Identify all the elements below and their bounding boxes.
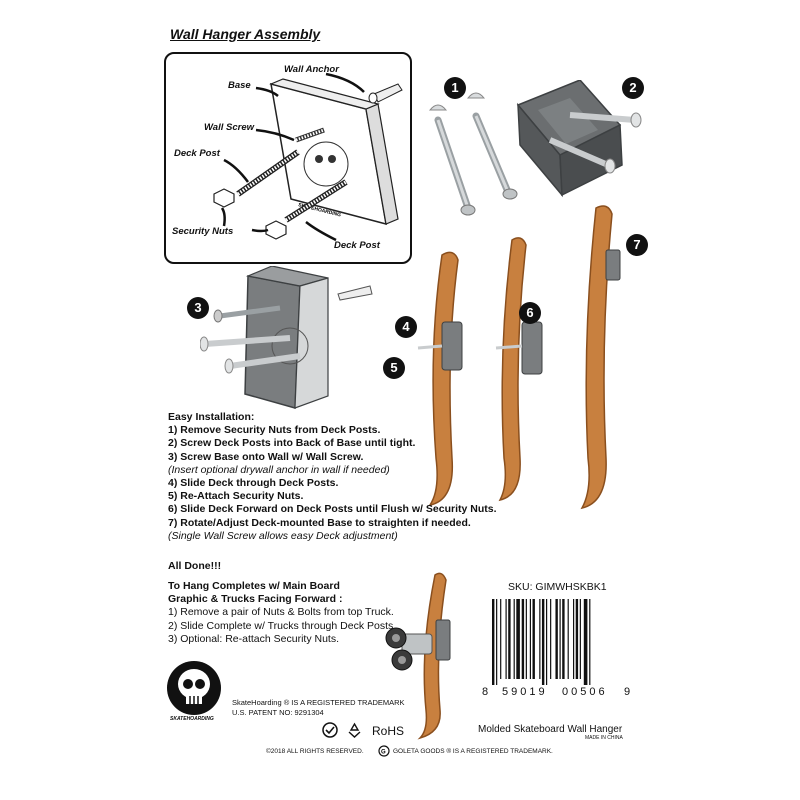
installation-instructions: Easy Installation: 1) Remove Security Nu…: [168, 411, 528, 543]
barcode-bar: [567, 599, 569, 679]
barcode-digit-check: 9: [624, 686, 631, 698]
hang-heading-1: To Hang Completes w/ Main Board: [168, 580, 340, 592]
label-wall-screw: Wall Screw: [204, 122, 254, 133]
wall-screw-drawing: [295, 127, 325, 143]
complete-board-drawing: [385, 572, 451, 740]
barcode-bar: [579, 599, 581, 679]
label-base: Base: [228, 80, 251, 91]
recycle-icon: [348, 722, 361, 738]
base-part: [516, 80, 623, 198]
step-badge-6: 6: [519, 302, 541, 324]
instruction-line: 1) Remove Security Nuts from Deck Posts.: [168, 424, 381, 437]
barcode-bar: [525, 599, 527, 679]
barcode-digit-group-1: 59019: [502, 686, 548, 698]
hang-heading-2: Graphic & Trucks Facing Forward :: [168, 593, 343, 606]
step3-screws: [200, 305, 301, 374]
copyright-footer: ©2018 ALL RIGHTS RESERVED.: [266, 748, 364, 755]
barcode-bar: [508, 599, 511, 679]
instruction-line: 6) Slide Deck Forward on Deck Posts unti…: [168, 503, 497, 516]
barcode: [492, 599, 591, 685]
label-security-nuts: Security Nuts: [172, 226, 234, 237]
rohs-mark: RoHS: [372, 724, 405, 738]
instruction-line: 4) Slide Deck through Deck Posts.: [168, 477, 339, 490]
step-badge-7: 7: [626, 234, 648, 256]
barcode-bar: [539, 599, 541, 679]
step-badge-1: 1: [444, 77, 466, 99]
barcode-bar: [546, 599, 548, 685]
parts-drawing-top: [428, 80, 642, 216]
step3-drawing: [200, 266, 373, 409]
label-deck-post-right: Deck Post: [334, 240, 380, 251]
barcode-bar: [529, 599, 531, 679]
wall-anchor-drawing: [368, 83, 403, 104]
goleta-trademark-footer: GOLETA GOODS ® IS A REGISTERED TRADEMARK…: [393, 748, 553, 755]
step3-anchor: [337, 285, 373, 301]
step-badge-2: 2: [622, 77, 644, 99]
barcode-bar: [562, 599, 565, 679]
product-name: Molded Skateboard Wall Hanger: [478, 724, 623, 735]
hang-completes-instructions: To Hang Completes w/ Main Board Graphic …: [168, 580, 428, 646]
instruction-line: 7) Rotate/Adjust Deck-mounted Base to st…: [168, 516, 471, 529]
security-nuts-parts: [428, 92, 486, 111]
hang-line: 3) Optional: Re-attach Security Nuts.: [168, 632, 339, 645]
svg-text:G: G: [381, 750, 386, 756]
instruction-line: 2) Screw Deck Posts into Back of Base un…: [168, 437, 416, 450]
step-badge-4: 4: [395, 316, 417, 338]
pointer-arrows: [220, 72, 365, 242]
barcode-bar: [559, 599, 561, 679]
brand-logo-text: SKATEHOARDING: [170, 716, 214, 722]
page-title: Wall Hanger Assembly: [170, 26, 321, 42]
step-badge-3: 3: [187, 297, 209, 319]
deck-step6: [495, 237, 543, 502]
security-nut-drawing: [213, 188, 287, 240]
barcode-bar: [583, 599, 588, 685]
patent-line: U.S. PATENT NO: 9291304: [232, 708, 324, 717]
instruction-line: 5) Re-Attach Security Nuts.: [168, 490, 304, 503]
label-wall-anchor: Wall Anchor: [284, 64, 339, 75]
barcode-bar: [492, 599, 495, 685]
skatehoarding-logo: [167, 661, 221, 715]
hang-line: 2) Slide Complete w/ Trucks through Deck…: [168, 619, 397, 632]
barcode-bar: [555, 599, 558, 679]
inset-diagram: SKATEHOARDING: [213, 72, 403, 242]
barcode-bar: [589, 599, 591, 685]
instruction-note: (Insert optional drywall anchor in wall …: [168, 463, 390, 476]
barcode-bar: [500, 599, 502, 679]
barcode-bar: [573, 599, 575, 679]
barcode-bar: [496, 599, 498, 685]
label-deck-post-left: Deck Post: [174, 148, 220, 159]
barcode-bar: [532, 599, 535, 679]
barcode-bar: [541, 599, 545, 685]
step-badge-5: 5: [383, 357, 405, 379]
deck-step7: [580, 205, 621, 510]
barcode-bar: [516, 599, 520, 679]
barcode-bar: [550, 599, 552, 679]
barcode-bar: [505, 599, 507, 679]
goleta-goods-logo-icon: G: [378, 745, 390, 757]
barcode-bar: [521, 599, 525, 679]
deck-post-bolts: [434, 112, 518, 216]
barcode-bar: [575, 599, 579, 679]
hang-line: 1) Remove a pair of Nuts & Bolts from to…: [168, 606, 394, 619]
instruction-line: 3) Screw Base onto Wall w/ Wall Screw.: [168, 450, 364, 463]
barcode-bar: [513, 599, 515, 679]
trademark-line: SkateHoarding ® IS A REGISTERED TRADEMAR…: [232, 698, 405, 707]
barcode-digit-lead: 8: [482, 686, 489, 698]
assembly-inset: SKATEHOARDING: [164, 52, 412, 264]
sku-label: SKU: GIMWHSKBK1: [508, 581, 607, 593]
instructions-heading: Easy Installation:: [168, 411, 255, 423]
deck-step4: [417, 251, 463, 507]
check-circle-icon: [322, 722, 338, 738]
all-done-text: All Done!!!: [168, 560, 222, 572]
deck-post-drawing: [236, 149, 348, 223]
barcode-digit-group-2: 00506: [562, 686, 608, 698]
trademark-notice: SkateHoarding ® IS A REGISTERED TRADEMAR…: [232, 698, 405, 718]
instruction-note: (Single Wall Screw allows easy Deck adju…: [168, 529, 398, 542]
deck-posts-in-base: [548, 112, 642, 174]
made-in-label: MADE IN CHINA: [585, 735, 623, 741]
decks-drawing: [417, 205, 621, 510]
